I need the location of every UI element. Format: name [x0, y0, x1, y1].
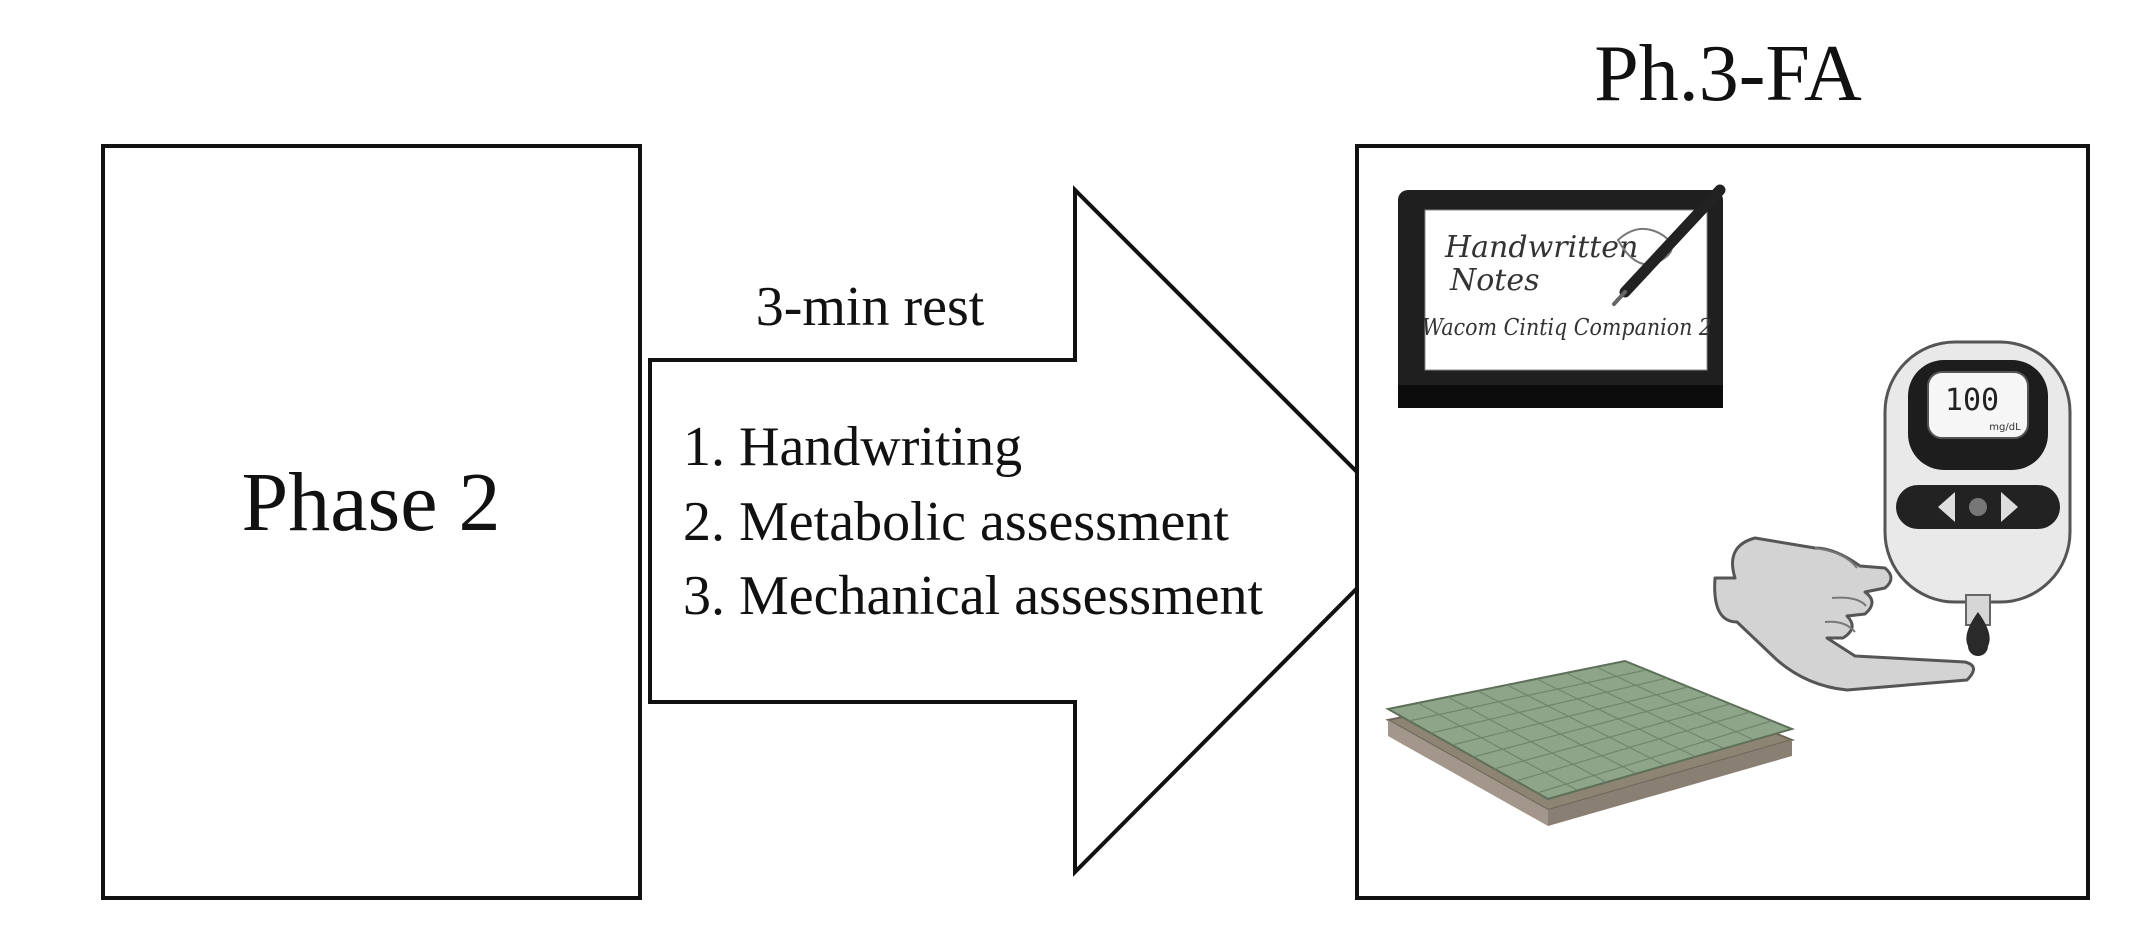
phase2-box	[101, 144, 642, 900]
glucometer-icon: 100 mg/dL	[1883, 340, 2072, 656]
phase2-label: Phase 2	[242, 456, 501, 549]
finger-prick-hand-icon	[1713, 536, 1975, 692]
phase3-title: Ph.3-FA	[1594, 30, 1862, 118]
transition-arrow	[648, 185, 1418, 877]
rest-label: 3-min rest	[756, 276, 985, 338]
tablet-line-1: Handwritten	[1444, 230, 1638, 265]
glucometer-unit: mg/dL	[1989, 422, 2021, 433]
step-mechanical: 3. Mechanical assessment	[683, 565, 1263, 627]
tablet-line-2: Notes	[1449, 263, 1540, 298]
step-handwriting: 1. Handwriting	[683, 416, 1022, 478]
drawing-tablet-icon: Handwritten Notes Wacom Cintiq Companion…	[1398, 184, 1726, 408]
glucometer-reading: 100	[1945, 383, 1999, 418]
step-metabolic: 2. Metabolic assessment	[683, 491, 1229, 553]
tablet-line-3: Wacom Cintiq Companion 2	[1422, 315, 1712, 341]
force-plate-icon	[1385, 659, 1796, 826]
